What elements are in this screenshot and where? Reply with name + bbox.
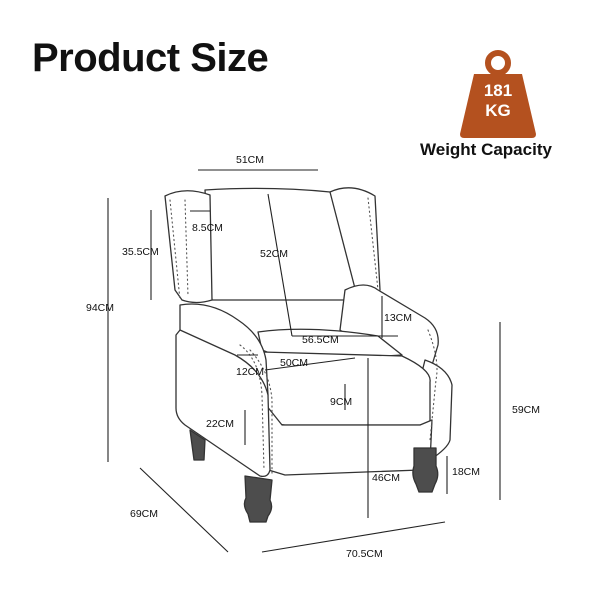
dim-wing-height: 35.5CM [122,246,159,258]
dim-width: 70.5CM [346,548,383,560]
weight-badge: 181 KG [456,48,540,140]
dim-cushion-thickness: 9CM [330,396,353,408]
dim-depth: 69CM [130,508,159,520]
dim-arm-height: 13CM [384,312,413,324]
weight-unit: KG [485,101,511,120]
dim-top-width: 51CM [236,154,265,166]
dim-seat-width-back: 56.5CM [302,334,339,346]
weight-value: 181 [483,81,513,100]
dim-arm-width: 12CM [236,366,265,378]
dim-seat-width: 50CM [280,357,309,369]
dim-back-height: 52CM [260,248,289,260]
weight-icon [460,50,536,138]
dim-total-height: 94CM [86,302,115,314]
dim-leg-height: 18CM [452,466,481,478]
dim-front-apron: 22CM [206,418,235,430]
page-title: Product Size [32,36,269,80]
dim-arm-total-height: 59CM [512,404,541,416]
weight-caption: Weight Capacity [420,140,552,159]
dim-seat-height: 46CM [372,472,401,484]
dim-wing-depth: 8.5CM [192,222,223,234]
